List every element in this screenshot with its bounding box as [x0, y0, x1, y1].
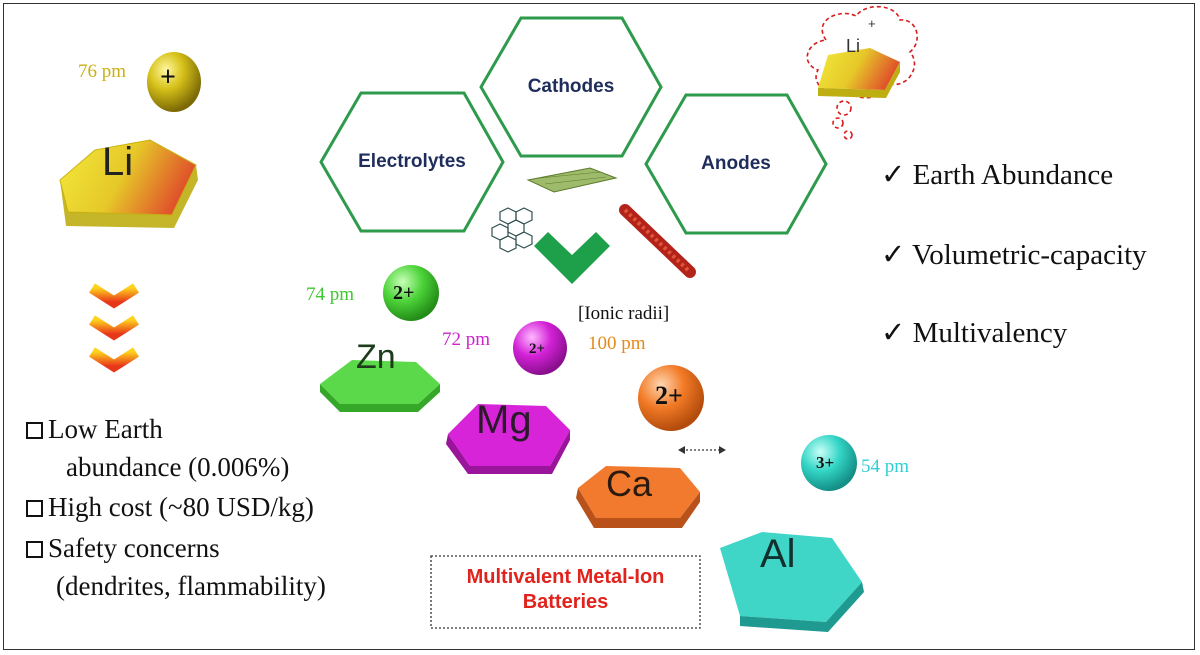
zn-plate-icon — [320, 360, 440, 412]
drawback-continuation: (dendrites, flammability) — [56, 571, 326, 601]
advantage-item: ✓ Volumetric-capacity — [881, 237, 1147, 272]
check-icon: ✓ — [881, 239, 906, 271]
ca-charge-label: 2+ — [655, 381, 683, 410]
drawback-label: Low Earth — [48, 414, 163, 444]
electrolytes-label: Electrolytes — [358, 151, 466, 172]
mg-radius-label: 72 pm — [442, 329, 491, 350]
ca-plate-icon — [576, 466, 700, 528]
li-ion-sphere — [147, 52, 201, 112]
cathodes-label: Cathodes — [527, 76, 615, 97]
advantage-label: Volumetric-capacity — [912, 239, 1147, 271]
drawback-item: High cost (~80 USD/kg) — [26, 491, 314, 523]
checkbox-icon — [26, 500, 43, 517]
drawback-label: High cost (~80 USD/kg) — [48, 492, 314, 522]
al-radius-label: 54 pm — [861, 456, 910, 477]
drawback-label: Safety concerns — [48, 533, 220, 563]
zn-element-label: Zn — [356, 338, 396, 376]
mg-charge-label: 2+ — [529, 341, 546, 357]
anodes-hexagon — [644, 93, 828, 235]
zn-ion-sphere — [383, 265, 439, 321]
ionic-radii-label: [Ionic radii] — [578, 303, 670, 324]
li-charge-label: + — [160, 62, 176, 93]
zn-charge-label: 2+ — [393, 282, 415, 304]
anodes-label: Anodes — [701, 153, 771, 174]
al-plate-icon — [720, 532, 864, 632]
li-radius-label: 76 pm — [78, 61, 127, 82]
electrolytes-hexagon — [319, 91, 505, 233]
ca-element-label: Ca — [606, 463, 653, 504]
title-line-1: Multivalent Metal-Ion — [466, 566, 665, 588]
green-down-chevron-icon — [534, 232, 610, 284]
li-cloud-element-label: Li — [846, 36, 861, 56]
cathodes-hexagon — [479, 16, 663, 158]
check-icon: ✓ — [881, 159, 906, 191]
li-plate-icon — [59, 139, 198, 228]
drawback-item: Low Earth — [26, 413, 163, 445]
ca-radius-label: 100 pm — [588, 333, 646, 354]
mg-element-label: Mg — [476, 398, 532, 442]
al-ion-sphere — [801, 435, 857, 491]
li-element-label: Li — [102, 140, 134, 184]
title-line-2: Batteries — [522, 591, 609, 613]
figure-frame — [3, 3, 1195, 650]
zn-radius-label: 74 pm — [306, 284, 355, 305]
advantage-item: ✓ Earth Abundance — [881, 157, 1113, 192]
al-element-label: Al — [760, 532, 796, 576]
checkbox-icon — [26, 422, 43, 439]
check-icon: ✓ — [881, 317, 906, 349]
nanotube-icon — [619, 204, 696, 278]
size-arrow-left-head — [678, 446, 685, 454]
mg-plate-icon — [446, 404, 570, 474]
li-cloud-charge-label: + — [868, 16, 876, 31]
title-box-border — [430, 555, 701, 629]
thought-bubble — [806, 5, 919, 140]
checkbox-icon — [26, 541, 43, 558]
ca-ion-sphere — [638, 365, 704, 431]
advantage-item: ✓ Multivalency — [881, 315, 1067, 350]
advantage-label: Multivalency — [912, 317, 1068, 349]
al-charge-label: 3+ — [816, 453, 835, 472]
molecule-lattice-icon — [491, 207, 533, 253]
graphene-sheet-icon — [526, 167, 618, 193]
advantage-label: Earth Abundance — [912, 159, 1114, 191]
li-cloud-plate-icon — [818, 48, 900, 98]
drawback-continuation: abundance (0.006%) — [66, 452, 290, 482]
mg-ion-sphere — [513, 321, 567, 375]
drawback-item: Safety concerns — [26, 532, 220, 564]
down-chevrons-icon — [89, 283, 139, 373]
title-box: Multivalent Metal-Ion Batteries — [431, 565, 700, 615]
size-arrow-right-head — [719, 446, 726, 454]
